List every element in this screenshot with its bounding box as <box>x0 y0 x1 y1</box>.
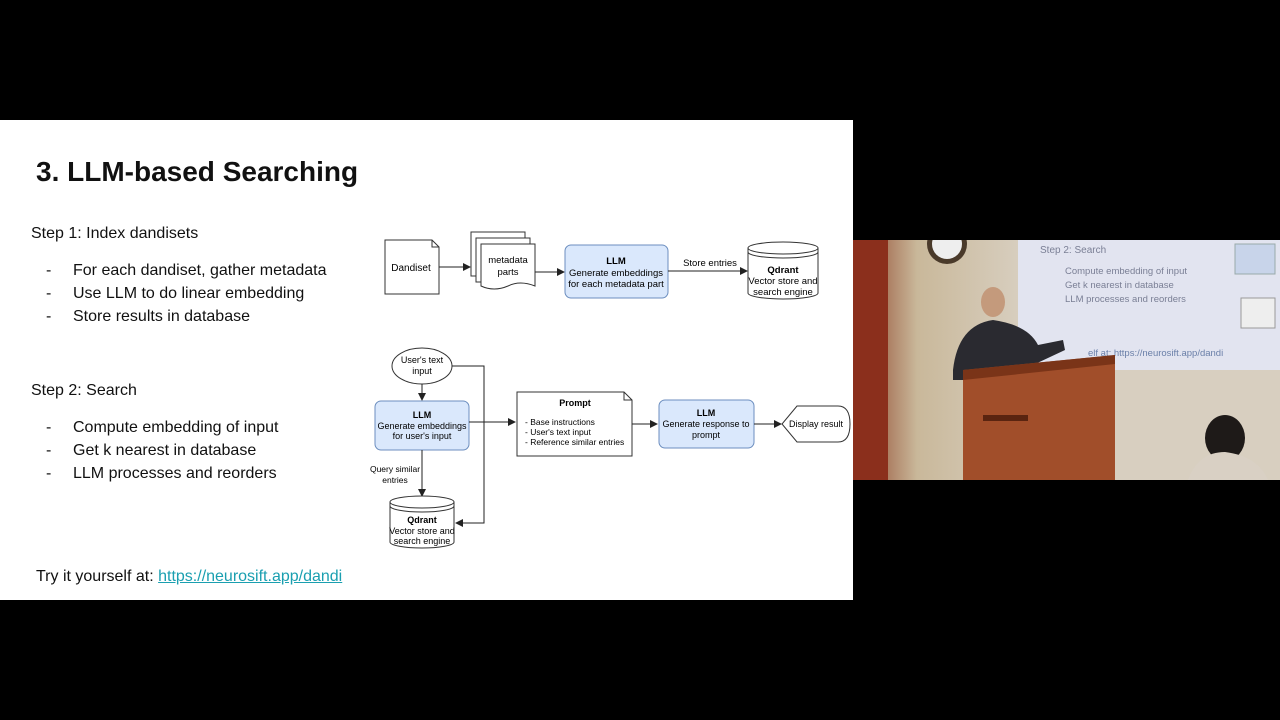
step1-bullets: -For each dandiset, gather metadata -Use… <box>46 262 327 331</box>
list-item: -Compute embedding of input <box>46 419 279 436</box>
list-item: -For each dandiset, gather metadata <box>46 262 327 279</box>
svg-text:Generate embeddings: Generate embeddings <box>569 268 663 279</box>
slide: 3. LLM-based Searching Step 1: Index dan… <box>0 120 853 600</box>
svg-text:for user's input: for user's input <box>393 431 452 441</box>
llm-response-node: LLM Generate response to prompt <box>658 399 755 449</box>
display-result-node: Display result <box>781 405 851 443</box>
projected-llm-box <box>1234 243 1276 275</box>
projected-bullet: Get k nearest in database <box>1065 280 1174 291</box>
audience-member <box>1188 415 1268 480</box>
svg-text:Vector store and: Vector store and <box>748 276 817 287</box>
step1-heading: Step 1: Index dandisets <box>31 225 199 242</box>
query-label: Query similar <box>370 464 420 474</box>
svg-text:LLM: LLM <box>697 408 716 418</box>
flow-diagram: Dandiset metadata parts LLM Generate emb… <box>370 231 851 549</box>
svg-text:prompt: prompt <box>692 430 721 440</box>
svg-text:Vector store and: Vector store and <box>389 526 455 536</box>
svg-text:LLM: LLM <box>606 256 626 267</box>
svg-text:Dandiset: Dandiset <box>391 263 431 274</box>
list-item: -LLM processes and reorders <box>46 465 277 482</box>
svg-text:Generate embeddings: Generate embeddings <box>377 421 467 431</box>
step2-heading: Step 2: Search <box>31 382 137 399</box>
list-item: -Get k nearest in database <box>46 442 257 459</box>
speaker <box>953 287 1065 380</box>
svg-text:parts: parts <box>497 267 518 278</box>
svg-text:Generate response to: Generate response to <box>662 419 749 429</box>
metadata-parts-node: metadata parts <box>470 231 536 290</box>
svg-text:Qdrant: Qdrant <box>407 515 437 525</box>
svg-text:Display result: Display result <box>789 419 844 429</box>
svg-text:input: input <box>412 366 432 376</box>
svg-text:LLM: LLM <box>413 410 432 420</box>
neurosift-link[interactable]: https://neurosift.app/dandi <box>158 568 343 585</box>
svg-text:metadata: metadata <box>488 255 528 266</box>
svg-text:for each metadata part: for each metadata part <box>568 279 664 290</box>
list-item: -Use LLM to do linear embedding <box>46 285 305 302</box>
projected-qdrant-box <box>1240 297 1276 329</box>
svg-text:- User's text input: - User's text input <box>525 427 592 437</box>
svg-text:Prompt: Prompt <box>559 398 591 408</box>
clock-icon <box>927 240 967 264</box>
svg-text:Qdrant: Qdrant <box>767 265 799 276</box>
projected-link: elf at: https://neurosift.app/dandi <box>1088 348 1223 359</box>
speaker-video: Step 2: Search Compute embedding of inpu… <box>853 240 1280 480</box>
video-frame: Step 2: Search Compute embedding of inpu… <box>853 240 1280 480</box>
projected-heading: Step 2: Search <box>1040 245 1106 256</box>
try-it-line: Try it yourself at: https://neurosift.ap… <box>36 568 342 586</box>
qdrant-node-1: Qdrant Vector store and search engine <box>747 241 819 300</box>
step2-bullets: -Compute embedding of input -Get k neare… <box>46 419 278 488</box>
projected-bullet: Compute embedding of input <box>1065 266 1187 277</box>
svg-text:search engine: search engine <box>753 287 813 298</box>
connector <box>452 365 485 527</box>
llm-user-embed-node: LLM Generate embeddings for user's input <box>374 400 470 451</box>
slide-title: 3. LLM-based Searching <box>36 156 359 187</box>
dandiset-node: Dandiset <box>384 239 440 295</box>
store-entries-label: Store entries <box>683 258 737 269</box>
svg-text:User's text: User's text <box>401 355 444 365</box>
projected-bullet: LLM processes and reorders <box>1065 294 1186 305</box>
svg-text:- Base instructions: - Base instructions <box>525 417 595 427</box>
try-label: Try it yourself at: <box>36 568 154 585</box>
qdrant-node-2: Qdrant Vector store and search engine <box>389 495 455 549</box>
user-input-node: User's text input <box>391 347 453 385</box>
podium <box>963 355 1115 480</box>
list-item: -Store results in database <box>46 308 250 325</box>
llm-embed-node: LLM Generate embeddings for each metadat… <box>564 244 669 299</box>
query-label: entries <box>382 475 408 485</box>
svg-text:search engine: search engine <box>394 536 451 546</box>
prompt-node: Prompt - Base instructions - User's text… <box>516 391 633 457</box>
svg-text:- Reference similar entries: - Reference similar entries <box>525 437 624 447</box>
